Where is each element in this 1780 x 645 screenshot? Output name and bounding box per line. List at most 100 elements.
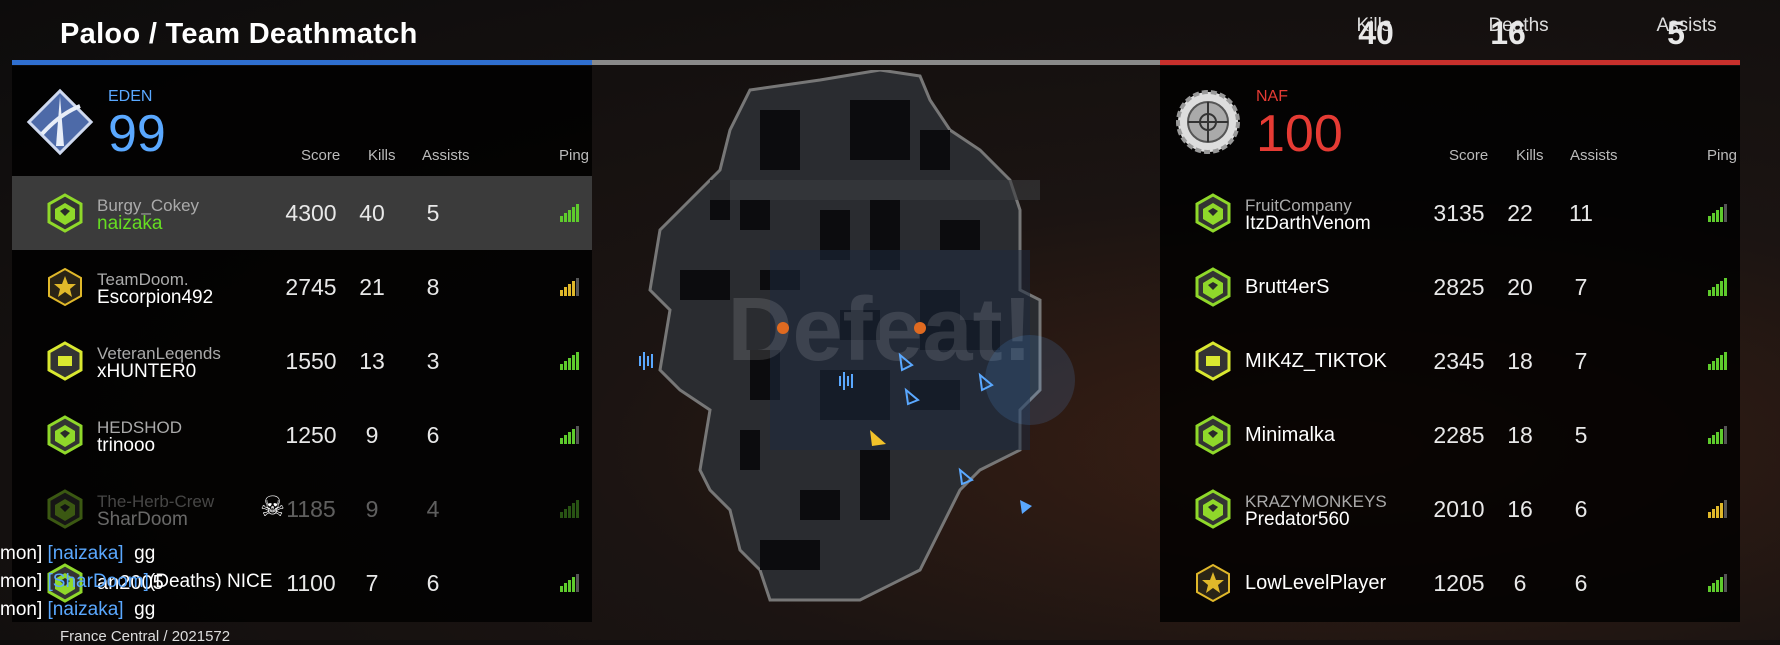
ping-bars-icon bbox=[560, 574, 582, 592]
player-row[interactable]: Brutt4erS 2825 20 7 bbox=[1160, 250, 1740, 324]
teammate-arrow-icon bbox=[958, 467, 974, 486]
player-kills: 18 bbox=[1507, 422, 1533, 448]
chat-line: mon] [naizaka] gg bbox=[0, 543, 156, 564]
total-assists: 5 Assists bbox=[1656, 15, 1717, 51]
rank-yellow-hex-icon bbox=[47, 341, 83, 381]
player-name: Brutt4erS bbox=[1245, 276, 1330, 298]
skull-icon: ☠ bbox=[260, 491, 286, 522]
player-clan: The-Herb-Crew bbox=[97, 492, 215, 511]
player-score: 2825 bbox=[1433, 274, 1485, 300]
rank-green-hex-icon bbox=[47, 563, 83, 603]
map-catwalk bbox=[710, 180, 1040, 200]
player-score: 3135 bbox=[1433, 200, 1485, 226]
player-kills: 16 bbox=[1507, 496, 1533, 522]
rank-green-hex-icon bbox=[1195, 193, 1231, 233]
objective-marker-icon bbox=[777, 322, 789, 334]
player-score: 2345 bbox=[1433, 348, 1485, 374]
player-assists: 3 bbox=[426, 348, 440, 374]
player-arrow-icon bbox=[870, 430, 886, 446]
defeat-watermark: Defeat! bbox=[727, 280, 1032, 380]
ping-bars-icon bbox=[1708, 500, 1730, 518]
player-score: 1205 bbox=[1433, 570, 1485, 596]
rank-green-hex-icon bbox=[47, 193, 83, 233]
minimap[interactable]: Defeat! bbox=[620, 70, 1140, 610]
rank-green-hex-icon bbox=[1195, 415, 1231, 455]
ping-bars-icon bbox=[1708, 352, 1730, 370]
player-row[interactable]: an2005 1100 7 6 bbox=[12, 546, 592, 620]
ping-bars-icon bbox=[560, 352, 582, 370]
ping-bars-icon bbox=[1708, 426, 1730, 444]
player-kills: 22 bbox=[1507, 200, 1533, 226]
player-name: ItzDarthVenom bbox=[1245, 213, 1371, 234]
player-assists: 5 bbox=[426, 200, 440, 226]
col-ping: Ping bbox=[1707, 147, 1738, 164]
player-score: 1550 bbox=[285, 348, 337, 374]
col-assists: Assists bbox=[1570, 147, 1618, 164]
player-assists: 6 bbox=[426, 422, 440, 448]
player-assists: 6 bbox=[1574, 496, 1588, 522]
player-name: xHUNTER0 bbox=[97, 361, 197, 382]
ping-bars-icon bbox=[560, 204, 582, 222]
player-clan: KRAZYMONKEYS bbox=[1245, 492, 1387, 511]
rank-yellow-hex-icon bbox=[1195, 341, 1231, 381]
player-kills: 13 bbox=[359, 348, 385, 374]
player-kills: 18 bbox=[1507, 348, 1533, 374]
player-assists: 5 bbox=[1574, 422, 1588, 448]
chat-line: mon] [SharDoom](Deaths) NICE bbox=[0, 571, 273, 592]
sound-ping-icon bbox=[985, 335, 1075, 425]
objective-marker-icon bbox=[914, 322, 926, 334]
ping-bars-icon bbox=[560, 278, 582, 296]
neutral-bar bbox=[592, 60, 1160, 65]
player-score: 1185 bbox=[286, 496, 336, 522]
player-assists: 7 bbox=[1574, 274, 1588, 300]
player-clan: Burgy_Cokey bbox=[97, 196, 200, 215]
player-kills: 7 bbox=[365, 570, 379, 596]
col-score: Score bbox=[1449, 147, 1489, 164]
rank-green-hex-icon bbox=[1195, 267, 1231, 307]
player-score: 1100 bbox=[286, 570, 336, 596]
player-kills: 20 bbox=[1507, 274, 1533, 300]
player-kills: 9 bbox=[365, 422, 379, 448]
rank-gold-star-icon bbox=[1196, 563, 1230, 603]
player-name: LowLevelPlayer bbox=[1245, 572, 1387, 594]
player-assists: 6 bbox=[426, 570, 440, 596]
teammate-arrow-icon bbox=[898, 352, 914, 372]
player-name: Escorpion492 bbox=[97, 287, 214, 308]
player-assists: 4 bbox=[426, 496, 440, 522]
teammate-arrow-icon bbox=[978, 372, 994, 392]
ping-bars-icon bbox=[1708, 278, 1730, 296]
player-name: MIK4Z_TIKTOK bbox=[1245, 350, 1387, 372]
sound-wave-icon bbox=[639, 352, 853, 390]
teammate-arrow-icon bbox=[904, 387, 920, 406]
rank-gold-star-icon bbox=[48, 267, 82, 307]
naf-emblem-icon bbox=[1176, 90, 1240, 154]
player-name: an2005 bbox=[97, 572, 164, 594]
player-kills: 6 bbox=[1513, 570, 1527, 596]
team-left-panel: EDEN 99 Score Kills Assists Ping Burgy_C… bbox=[12, 66, 592, 622]
player-clan: FruitCompany bbox=[1245, 196, 1352, 215]
col-ping: Ping bbox=[559, 147, 590, 164]
player-kills: 21 bbox=[359, 274, 385, 300]
player-assists: 6 bbox=[1574, 570, 1588, 596]
chat-line: mon] [naizaka] gg bbox=[0, 599, 156, 620]
player-name: SharDoom bbox=[97, 509, 188, 530]
team-right-score: 100 bbox=[1256, 105, 1343, 163]
team-right-bar bbox=[1160, 60, 1740, 65]
player-assists: 11 bbox=[1569, 200, 1593, 226]
player-kills: 9 bbox=[365, 496, 379, 522]
rank-green-hex-icon bbox=[47, 489, 83, 529]
team-left-name: EDEN bbox=[108, 88, 153, 105]
ping-bars-icon bbox=[560, 500, 582, 518]
player-row[interactable]: LowLevelPlayer 1205 6 6 bbox=[1160, 546, 1740, 620]
